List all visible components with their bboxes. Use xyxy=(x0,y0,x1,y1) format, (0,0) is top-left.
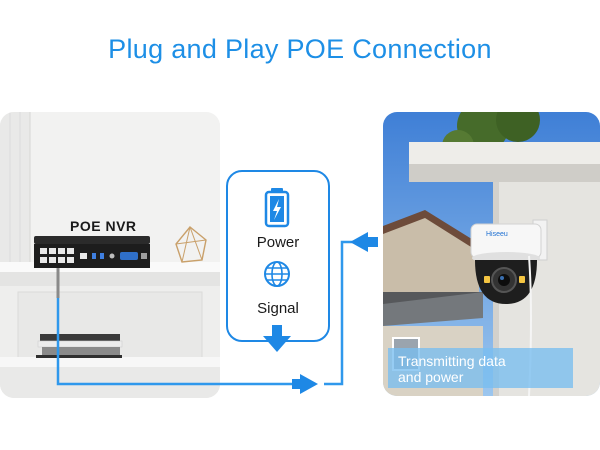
dome-camera: Hiseeu xyxy=(470,223,542,304)
signal-label: Signal xyxy=(257,300,299,317)
globe-icon xyxy=(264,261,290,287)
camera-brand-logo: Hiseeu xyxy=(486,231,508,238)
poe-nvr-device xyxy=(34,236,150,268)
arrow-left-icon xyxy=(350,232,378,252)
battery-icon xyxy=(264,188,290,228)
caption-line-1: Transmitting data xyxy=(398,353,506,369)
nvr-room-illustration xyxy=(0,112,220,398)
info-box-icons xyxy=(264,188,290,287)
arrow-right-icon xyxy=(292,374,318,394)
nvr-label: POE NVR xyxy=(70,218,137,234)
caption-line-2: and power xyxy=(398,369,464,385)
caption-overlay: Transmitting data and power xyxy=(388,348,573,388)
nvr-room-panel xyxy=(0,112,220,398)
page-title: Plug and Play POE Connection xyxy=(108,34,492,64)
power-signal-box: Power Signal xyxy=(226,170,330,342)
arrow-down-icon xyxy=(263,325,291,352)
power-label: Power xyxy=(256,234,300,251)
